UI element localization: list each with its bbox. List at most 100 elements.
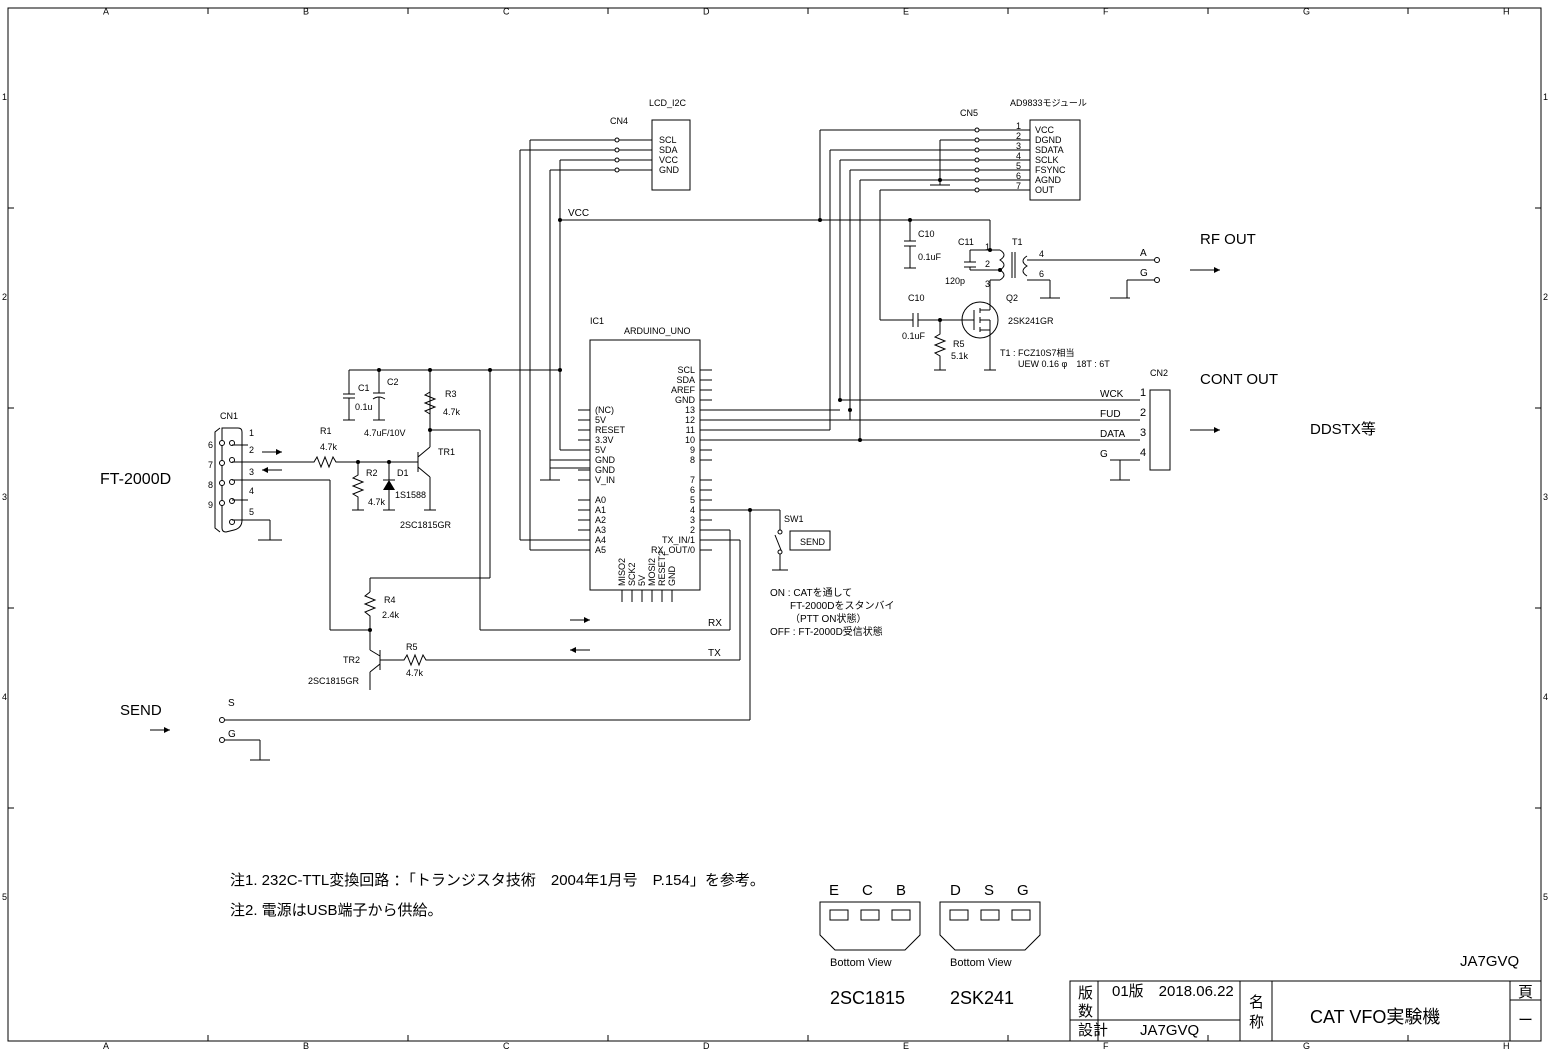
col-label-top: B <box>303 6 309 16</box>
ddstx-label: DDSTX等 <box>1310 420 1376 438</box>
col-label-bottom: E <box>903 1041 909 1050</box>
ft2000d-label: FT-2000D <box>100 471 171 488</box>
svg-text:2.4k: 2.4k <box>382 610 400 620</box>
arduino-left-pin: RESET <box>595 425 626 435</box>
package-2sk241: D S G Bottom View 2SK241 <box>939 882 1041 1008</box>
svg-text:G: G <box>1017 882 1029 899</box>
q2-fet: Q2 2SK241GR <box>925 293 1054 371</box>
svg-text:C: C <box>862 882 873 899</box>
row-label-right: 2 <box>1543 292 1548 302</box>
send-label: SEND <box>120 702 162 719</box>
svg-text:C10: C10 <box>918 229 935 239</box>
col-label-bottom: B <box>303 1041 309 1050</box>
col-label-bottom: G <box>1303 1041 1310 1050</box>
svg-text:Bottom View: Bottom View <box>830 957 892 969</box>
ad-pin-label: AGND <box>1035 175 1062 185</box>
cn2-pin-number: 2 <box>1140 407 1146 419</box>
rf-out: RF OUT A G <box>1110 231 1256 299</box>
cn1-label: CN1 <box>220 411 238 421</box>
c11-capacitor: C11 120p <box>945 220 1002 286</box>
svg-text:R4: R4 <box>384 595 396 605</box>
arduino-right-pin: 6 <box>690 485 695 495</box>
svg-text:CN4: CN4 <box>610 116 628 126</box>
svg-text:D1: D1 <box>397 468 409 478</box>
svg-text:1: 1 <box>985 242 990 252</box>
arduino-bottom-pin: RESET2 <box>657 551 667 586</box>
arduino-right-wires <box>700 398 1140 481</box>
row-label-left: 2 <box>2 292 7 302</box>
cn5-pin <box>974 167 980 173</box>
svg-text:120p: 120p <box>945 276 965 286</box>
tx-label: TX <box>708 648 721 659</box>
col-label-top: G <box>1303 6 1310 16</box>
arduino-right-pin: 3 <box>690 515 695 525</box>
arduino-left-pin: 3.3V <box>595 435 614 445</box>
r3-resistor: R3 4.7k <box>423 389 730 631</box>
arduino-left-pin: A1 <box>595 505 606 515</box>
sw1-send-button: SEND <box>800 537 826 547</box>
arduino-bottom-pin: MOSI2 <box>647 558 657 586</box>
cn1-pin-number: 8 <box>208 480 213 490</box>
drawing-frame <box>7 7 1542 1042</box>
page-number: ー <box>1518 1012 1533 1029</box>
svg-text:名: 名 <box>1249 994 1264 1011</box>
lcd-pin-label: VCC <box>659 155 679 165</box>
svg-text:IC1: IC1 <box>590 316 604 326</box>
col-label-top: F <box>1103 6 1109 16</box>
author-label: JA7GVQ <box>1460 953 1519 970</box>
drawing-name: CAT VFO実験機 <box>1310 1007 1440 1027</box>
arduino-right-pin: 8 <box>690 455 695 465</box>
svg-text:Bottom View: Bottom View <box>950 957 1012 969</box>
c10-bottom-capacitor: C10 0.1uF <box>902 293 942 341</box>
svg-text:R3: R3 <box>445 389 457 399</box>
ad-pin-number: 6 <box>1016 171 1021 181</box>
t1-transformer: T1 1 2 3 4 6 <box>985 237 1155 303</box>
cn2-pin-number: 1 <box>1140 387 1146 399</box>
svg-text:設計: 設計 <box>1078 1022 1108 1039</box>
ad-pin-label: FSYNC <box>1035 165 1066 175</box>
svg-text:6: 6 <box>1039 269 1044 279</box>
svg-text:4.7k: 4.7k <box>368 497 386 507</box>
r4-resistor: R4 2.4k <box>363 591 400 650</box>
col-label-bottom: D <box>703 1041 710 1050</box>
c1-capacitor: C1 0.1u <box>343 370 373 421</box>
arduino-right-pin: 7 <box>690 475 695 485</box>
arduino-left-pin: A2 <box>595 515 606 525</box>
col-label-top: A <box>103 6 109 16</box>
ad-pin-label: SCLK <box>1035 155 1059 165</box>
cn1-pin-number: 3 <box>249 467 254 477</box>
svg-text:TR1: TR1 <box>438 447 455 457</box>
svg-text:C11: C11 <box>958 237 974 247</box>
col-label-top: E <box>903 6 909 16</box>
ad-pin-label: SDATA <box>1035 145 1064 155</box>
arduino-ic1: IC1 ARDUINO_UNO (NC)5VRESET3.3V5VGNDGNDV… <box>578 316 712 602</box>
arduino-right-pin: AREF <box>671 385 696 395</box>
cn5-pin <box>974 127 980 133</box>
svg-text:FT-2000Dをスタンバイ: FT-2000Dをスタンバイ <box>790 600 894 612</box>
c10-top-capacitor: C10 0.1uF <box>904 220 942 269</box>
arduino-left-pin: (NC) <box>595 405 614 415</box>
version-text: 01版 2018.06.22 <box>1112 983 1234 1000</box>
sw1-switch: SW1 SEND <box>700 508 831 720</box>
cn5-pin <box>974 147 980 153</box>
cn2-pin-name: WCK <box>1100 389 1124 400</box>
arduino-left-pin: GND <box>595 465 616 475</box>
cn1-pin-number: 5 <box>249 507 254 517</box>
arduino-left-pin: 5V <box>595 445 606 455</box>
arduino-right-pin: GND <box>675 395 696 405</box>
svg-text:0.1uF: 0.1uF <box>918 252 942 262</box>
cn1-pin-number: 1 <box>249 428 254 438</box>
col-label-top: D <box>703 6 710 16</box>
arduino-bottom-pin: GND <box>667 566 677 587</box>
svg-text:4.7uF/10V: 4.7uF/10V <box>364 428 406 438</box>
vcc-rail: VCC <box>560 129 990 222</box>
cn2-pin-name: DATA <box>1100 429 1126 440</box>
cn1-pin <box>219 480 225 486</box>
notes: 注1. 232C-TTL変換回路 ：「トランジスタ技術 2004年1月号 P.1… <box>230 872 765 919</box>
cn1-arrows <box>262 449 282 473</box>
col-label-top: H <box>1503 6 1510 16</box>
